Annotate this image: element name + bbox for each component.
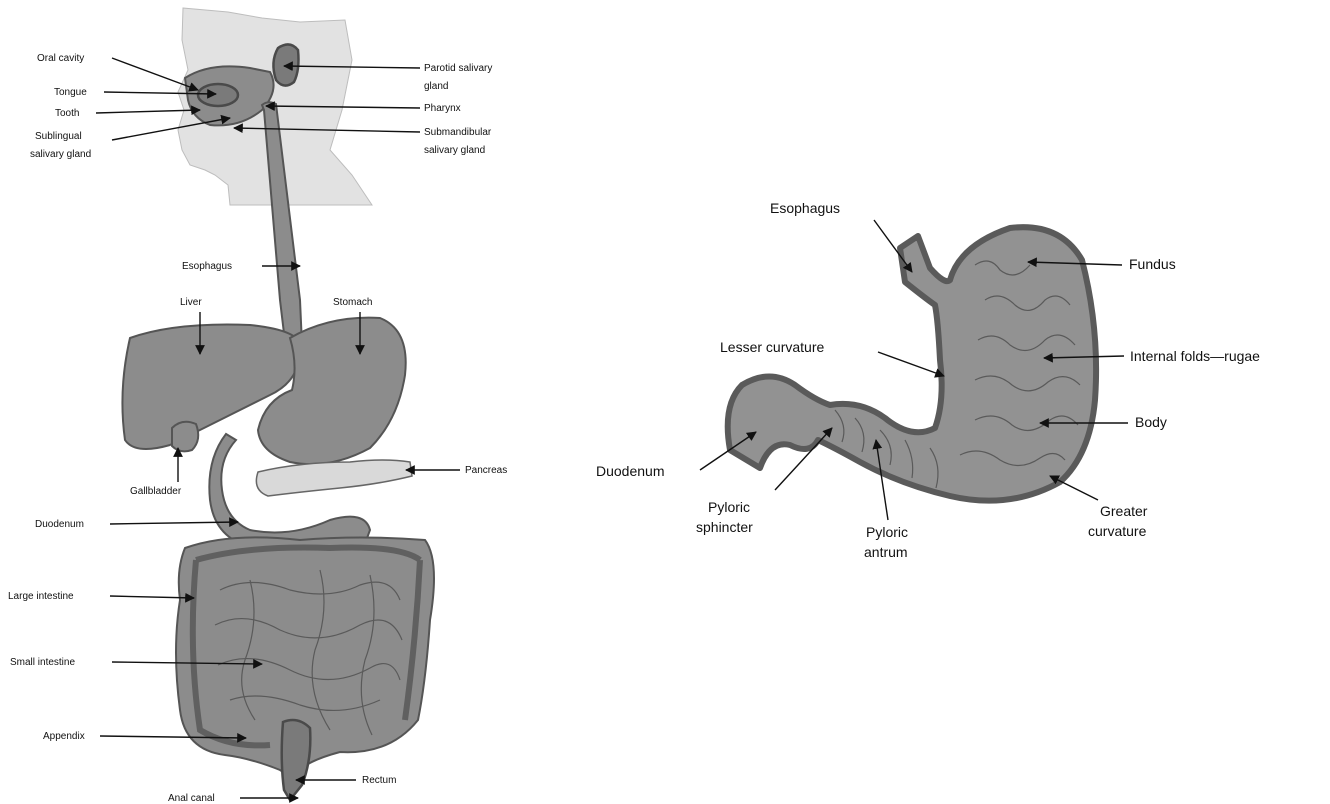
label-anal-canal: Anal canal (168, 793, 215, 804)
label-pharynx: Pharynx (424, 103, 461, 114)
label-large-intestine: Large intestine (8, 591, 74, 602)
label-pyloric-sphincter-2: sphincter (696, 519, 753, 535)
label-rectum: Rectum (362, 775, 396, 786)
label-submandibular-1: Submandibular (424, 127, 492, 138)
label-pyloric-sphincter-1: Pyloric (708, 499, 750, 515)
label-lesser-curvature: Lesser curvature (720, 339, 824, 355)
label-small-intestine: Small intestine (10, 657, 75, 668)
label-parotid-1: Parotid salivary (424, 63, 492, 74)
label-tongue: Tongue (54, 87, 87, 98)
label-appendix: Appendix (43, 731, 85, 742)
label-submandibular-2: salivary gland (424, 145, 485, 156)
digestive-system-figure: Oral cavity Tongue Tooth Sublingual sali… (8, 8, 507, 804)
tongue-shape (198, 84, 238, 106)
label-esophagus-right: Esophagus (770, 200, 840, 216)
label-greater-curvature-1: Greater (1100, 503, 1148, 519)
label-body: Body (1135, 414, 1167, 430)
label-gallbladder: Gallbladder (130, 486, 182, 497)
label-internal-folds: Internal folds—rugae (1130, 348, 1260, 364)
label-oral-cavity: Oral cavity (37, 53, 84, 64)
label-sublingual-2: salivary gland (30, 149, 91, 160)
stomach-detail-figure: Esophagus Fundus Lesser curvature Intern… (596, 200, 1260, 560)
label-stomach-left: Stomach (333, 297, 372, 308)
label-liver: Liver (180, 297, 202, 308)
parotid-gland-shape (273, 44, 298, 85)
label-pyloric-antrum-2: antrum (864, 544, 908, 560)
label-parotid-2: gland (424, 81, 448, 92)
label-duodenum-right: Duodenum (596, 463, 665, 479)
label-pyloric-antrum-1: Pyloric (866, 524, 908, 540)
label-esophagus-left: Esophagus (182, 261, 232, 272)
label-sublingual-1: Sublingual (35, 131, 82, 142)
label-tooth: Tooth (55, 108, 79, 119)
label-pancreas: Pancreas (465, 465, 507, 476)
label-greater-curvature-2: curvature (1088, 523, 1147, 539)
label-duodenum-left: Duodenum (35, 519, 84, 530)
gallbladder-shape (172, 422, 198, 452)
label-fundus: Fundus (1129, 256, 1176, 272)
pancreas-shape (256, 460, 412, 496)
rectum-shape (282, 720, 311, 800)
